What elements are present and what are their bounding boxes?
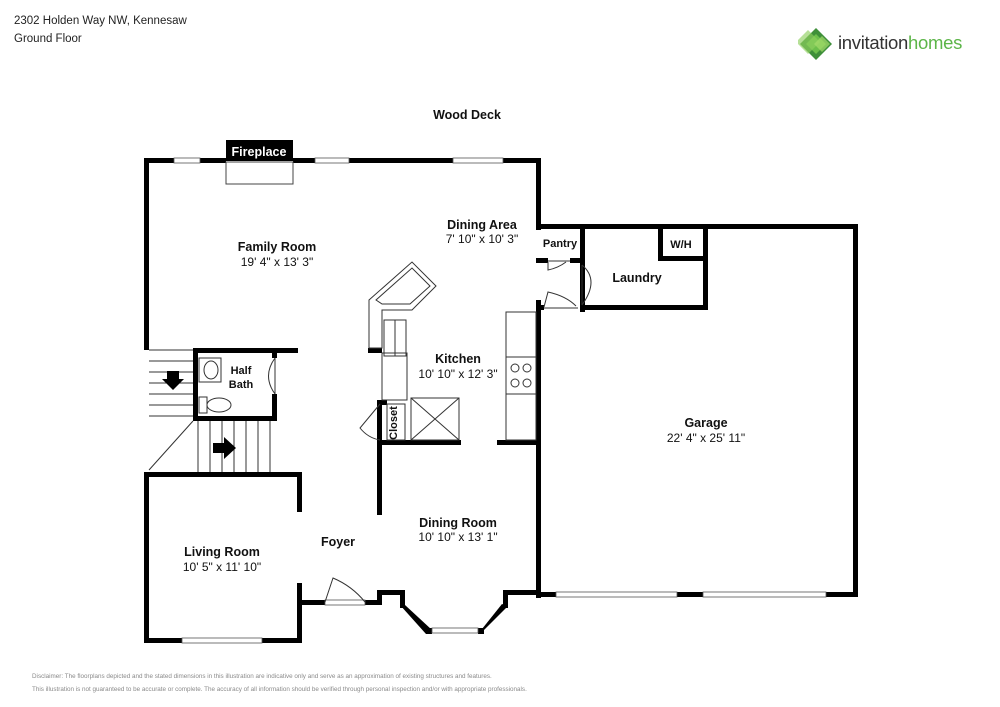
kitchen-dims: 10' 10" x 12' 3" bbox=[418, 367, 497, 381]
fireplace-label: Fireplace bbox=[232, 145, 287, 159]
wh-label: W/H bbox=[670, 239, 691, 251]
garage-door-1 bbox=[555, 591, 678, 598]
garage-walls bbox=[536, 224, 858, 597]
logo-word-invitation: invitation bbox=[838, 32, 909, 53]
kitchen-fixtures bbox=[368, 261, 537, 441]
closet-label: Closet bbox=[388, 406, 400, 440]
garage-dims: 22' 4" x 25' 11" bbox=[667, 431, 745, 445]
sink-icon bbox=[203, 360, 219, 380]
windows bbox=[173, 157, 504, 644]
dining-room-dims: 10' 10" x 13' 1" bbox=[418, 530, 497, 544]
logo-word-homes: homes bbox=[908, 32, 963, 53]
disclaimer-line-1: Disclaimer: The floorplans depicted and … bbox=[32, 673, 492, 680]
closet: Closet bbox=[359, 403, 406, 441]
logo-text: invitationhomes bbox=[838, 32, 962, 54]
fireplace: Fireplace bbox=[225, 140, 294, 185]
brand-logo: invitationhomes bbox=[796, 26, 988, 62]
stair-down-arrow-icon bbox=[162, 371, 184, 390]
refrigerator-icon bbox=[410, 397, 460, 441]
garage-door-2 bbox=[702, 591, 827, 598]
dining-room-label: Dining Room bbox=[419, 516, 497, 530]
half-bath-label-1: Half bbox=[231, 365, 252, 377]
pantry-label: Pantry bbox=[543, 238, 578, 250]
laundry-door bbox=[581, 264, 592, 306]
garage-entry-door bbox=[543, 291, 578, 309]
dining-area-label: Dining Area bbox=[447, 218, 518, 232]
laundry-label: Laundry bbox=[612, 271, 661, 285]
dining-area-dims: 7' 10" x 10' 3" bbox=[446, 232, 518, 246]
half-bath-fixtures bbox=[198, 357, 276, 414]
stair-up-arrow-icon bbox=[213, 437, 236, 459]
exterior-walls bbox=[144, 158, 541, 643]
property-address: 2302 Holden Way NW, Kennesaw bbox=[14, 15, 187, 27]
staircase bbox=[148, 349, 271, 472]
interior-walls bbox=[144, 348, 541, 515]
stove-icon bbox=[505, 356, 537, 395]
floor-label: Ground Floor bbox=[14, 33, 82, 45]
living-room-dims: 10' 5" x 11' 10" bbox=[183, 560, 261, 574]
disclaimer-line-2: This illustration is not guaranteed to b… bbox=[32, 686, 527, 693]
family-room-label: Family Room bbox=[238, 240, 317, 254]
kitchen-label: Kitchen bbox=[435, 352, 481, 366]
half-bath-label-2: Bath bbox=[229, 379, 254, 391]
toilet-icon bbox=[206, 397, 232, 413]
living-room-label: Living Room bbox=[184, 545, 260, 559]
front-door bbox=[324, 577, 366, 603]
logo-diamond-icon bbox=[796, 28, 832, 60]
foyer-label: Foyer bbox=[321, 535, 355, 549]
wood-deck-label: Wood Deck bbox=[433, 108, 501, 122]
family-room-dims: 19' 4" x 13' 3" bbox=[241, 255, 313, 269]
garage-label: Garage bbox=[684, 416, 727, 430]
pantry-door bbox=[547, 260, 570, 271]
